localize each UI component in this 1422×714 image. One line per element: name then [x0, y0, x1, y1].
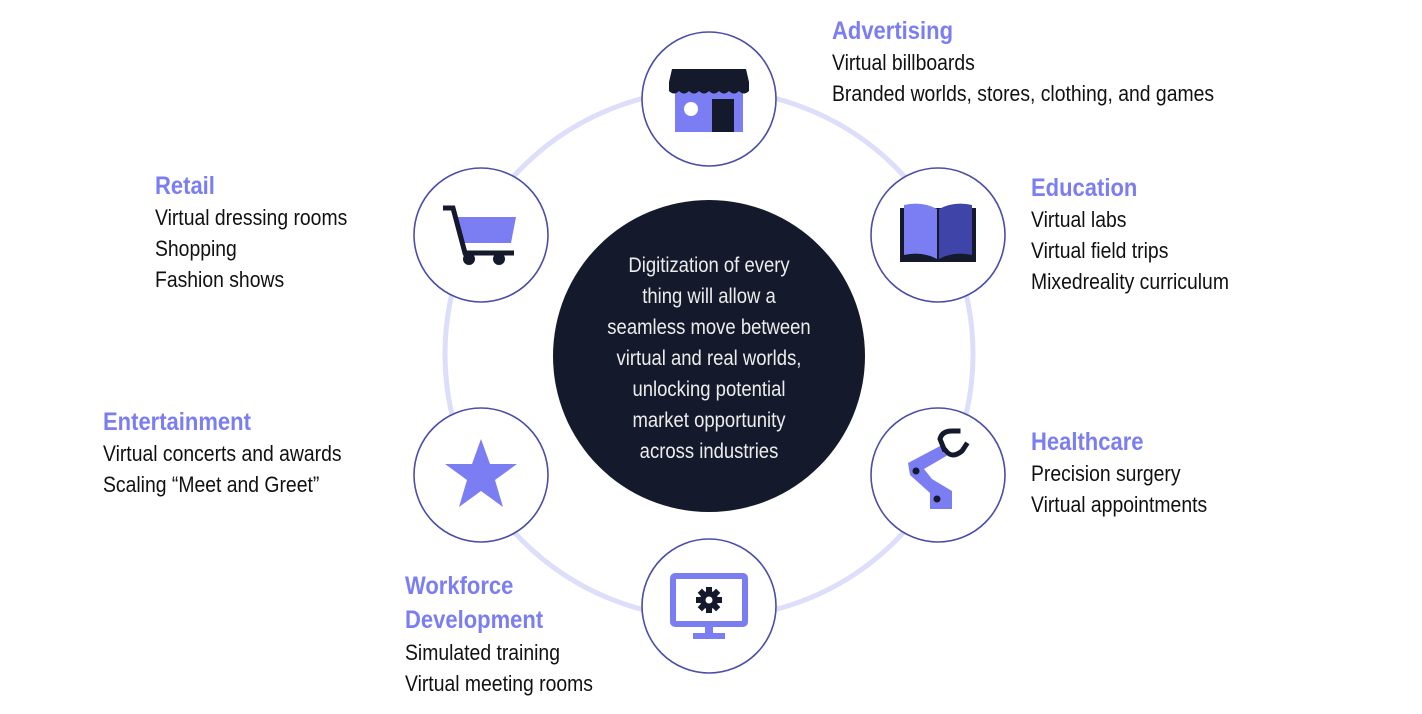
sector-title: Healthcare — [1031, 428, 1144, 456]
sector-item: Virtual concerts and awards — [103, 441, 342, 466]
sector-item: Virtual dressing rooms — [155, 205, 348, 230]
monitor-gear-icon — [670, 573, 748, 639]
storefront-icon — [669, 69, 749, 132]
node-advertising — [641, 31, 777, 167]
sector-title: Advertising — [832, 17, 954, 45]
sector-item: Shopping — [155, 236, 237, 261]
sector-title: Retail — [155, 172, 215, 200]
sector-education: Education Virtual labs Virtual field tri… — [1031, 173, 1256, 297]
sector-retail: Retail Virtual dressing rooms Shopping F… — [155, 171, 373, 295]
star-icon — [445, 439, 517, 507]
center-line: thing will allow a — [642, 285, 776, 308]
sector-item: Virtual appointments — [1031, 492, 1208, 517]
open-book-icon — [900, 203, 976, 262]
shopping-cart-icon — [443, 205, 516, 265]
sector-healthcare: Healthcare Precision surgery Virtual app… — [1031, 427, 1231, 520]
sector-item: Virtual labs — [1031, 207, 1127, 232]
center-line: across industries — [639, 440, 779, 463]
center-line: market opportunity — [632, 409, 786, 432]
sector-item: Fashion shows — [155, 267, 285, 292]
sector-item: Simulated training — [405, 640, 560, 665]
sector-advertising: Advertising Virtual billboards Branded w… — [832, 16, 1266, 109]
node-healthcare — [870, 407, 1006, 543]
node-workforce — [641, 538, 777, 674]
sector-title: Education — [1031, 174, 1138, 202]
sector-item: Branded worlds, stores, clothing, and ga… — [832, 81, 1215, 106]
sector-item: Mixedreality curriculum — [1031, 269, 1229, 294]
center-circle — [553, 200, 865, 512]
sector-entertainment: Entertainment Virtual concerts and award… — [103, 407, 374, 500]
robotic-arm-icon — [908, 428, 970, 509]
center-line: Digitization of every — [628, 254, 790, 277]
sector-title: Development — [405, 606, 544, 634]
node-education — [870, 167, 1006, 303]
center-statement: Digitization of every thing will allow a… — [563, 250, 855, 467]
center-line: seamless move between — [607, 316, 811, 339]
center-line: unlocking potential — [632, 378, 786, 401]
sector-title: Entertainment — [103, 408, 251, 436]
sector-title: Workforce — [405, 572, 514, 600]
center-line: virtual and real worlds, — [616, 347, 802, 370]
node-retail — [413, 167, 549, 303]
sector-item: Virtual field trips — [1031, 238, 1169, 263]
sector-workforce: Workforce Development Simulated training… — [405, 569, 619, 699]
sector-item: Virtual meeting rooms — [405, 671, 593, 696]
node-entertainment — [413, 407, 549, 543]
sector-item: Precision surgery — [1031, 461, 1181, 486]
sector-item: Virtual billboards — [832, 50, 975, 75]
sector-item: Scaling “Meet and Greet” — [103, 472, 320, 497]
